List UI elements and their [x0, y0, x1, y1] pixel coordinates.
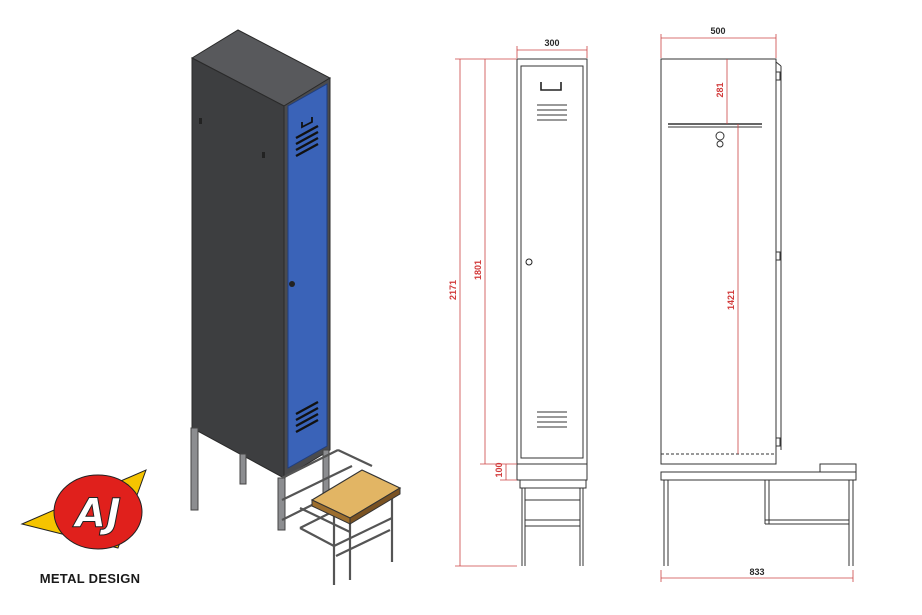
front-base-height-dimension: 100	[494, 462, 504, 477]
front-view-lock-icon	[525, 258, 533, 266]
side-technical-view	[660, 58, 857, 566]
side-view-hook-icon	[715, 131, 725, 141]
door-top-vents	[295, 124, 319, 158]
logo-letters: AJ	[72, 491, 121, 537]
side-inner-height-dimension: 1421	[726, 290, 736, 310]
front-view-handle-icon	[540, 82, 562, 91]
front-view-dimensions	[455, 46, 588, 567]
locker-door	[287, 83, 328, 469]
logo-red-mark	[53, 474, 143, 550]
side-hook-icon	[262, 152, 265, 158]
door-handle-icon	[301, 117, 313, 129]
locker-isometric-render	[190, 29, 402, 585]
side-view-body	[660, 58, 777, 465]
front-view-plinth	[516, 463, 588, 481]
front-width-dimension: 300	[544, 38, 559, 48]
side-hook-icon	[199, 118, 202, 124]
side-view-bench-seat	[660, 471, 857, 481]
door-bottom-vents	[295, 400, 319, 434]
door-lock-icon	[289, 281, 295, 287]
side-bench-depth-dimension: 833	[749, 567, 764, 577]
front-view-door	[520, 65, 584, 459]
brand-logo: AJ METAL DESIGN	[20, 469, 147, 586]
front-door-height-dimension: 1801	[473, 260, 483, 280]
front-technical-view	[516, 58, 588, 566]
brand-name: METAL DESIGN	[40, 571, 141, 586]
side-depth-dimension: 500	[710, 26, 725, 36]
bench-seat-edge	[349, 487, 401, 525]
side-view-dimensions	[660, 34, 854, 582]
front-view-bench-seat	[519, 479, 587, 489]
locker-side-face	[191, 57, 285, 479]
side-rail-offset-dimension: 281	[715, 82, 725, 97]
front-total-height-dimension: 2171	[448, 280, 458, 300]
